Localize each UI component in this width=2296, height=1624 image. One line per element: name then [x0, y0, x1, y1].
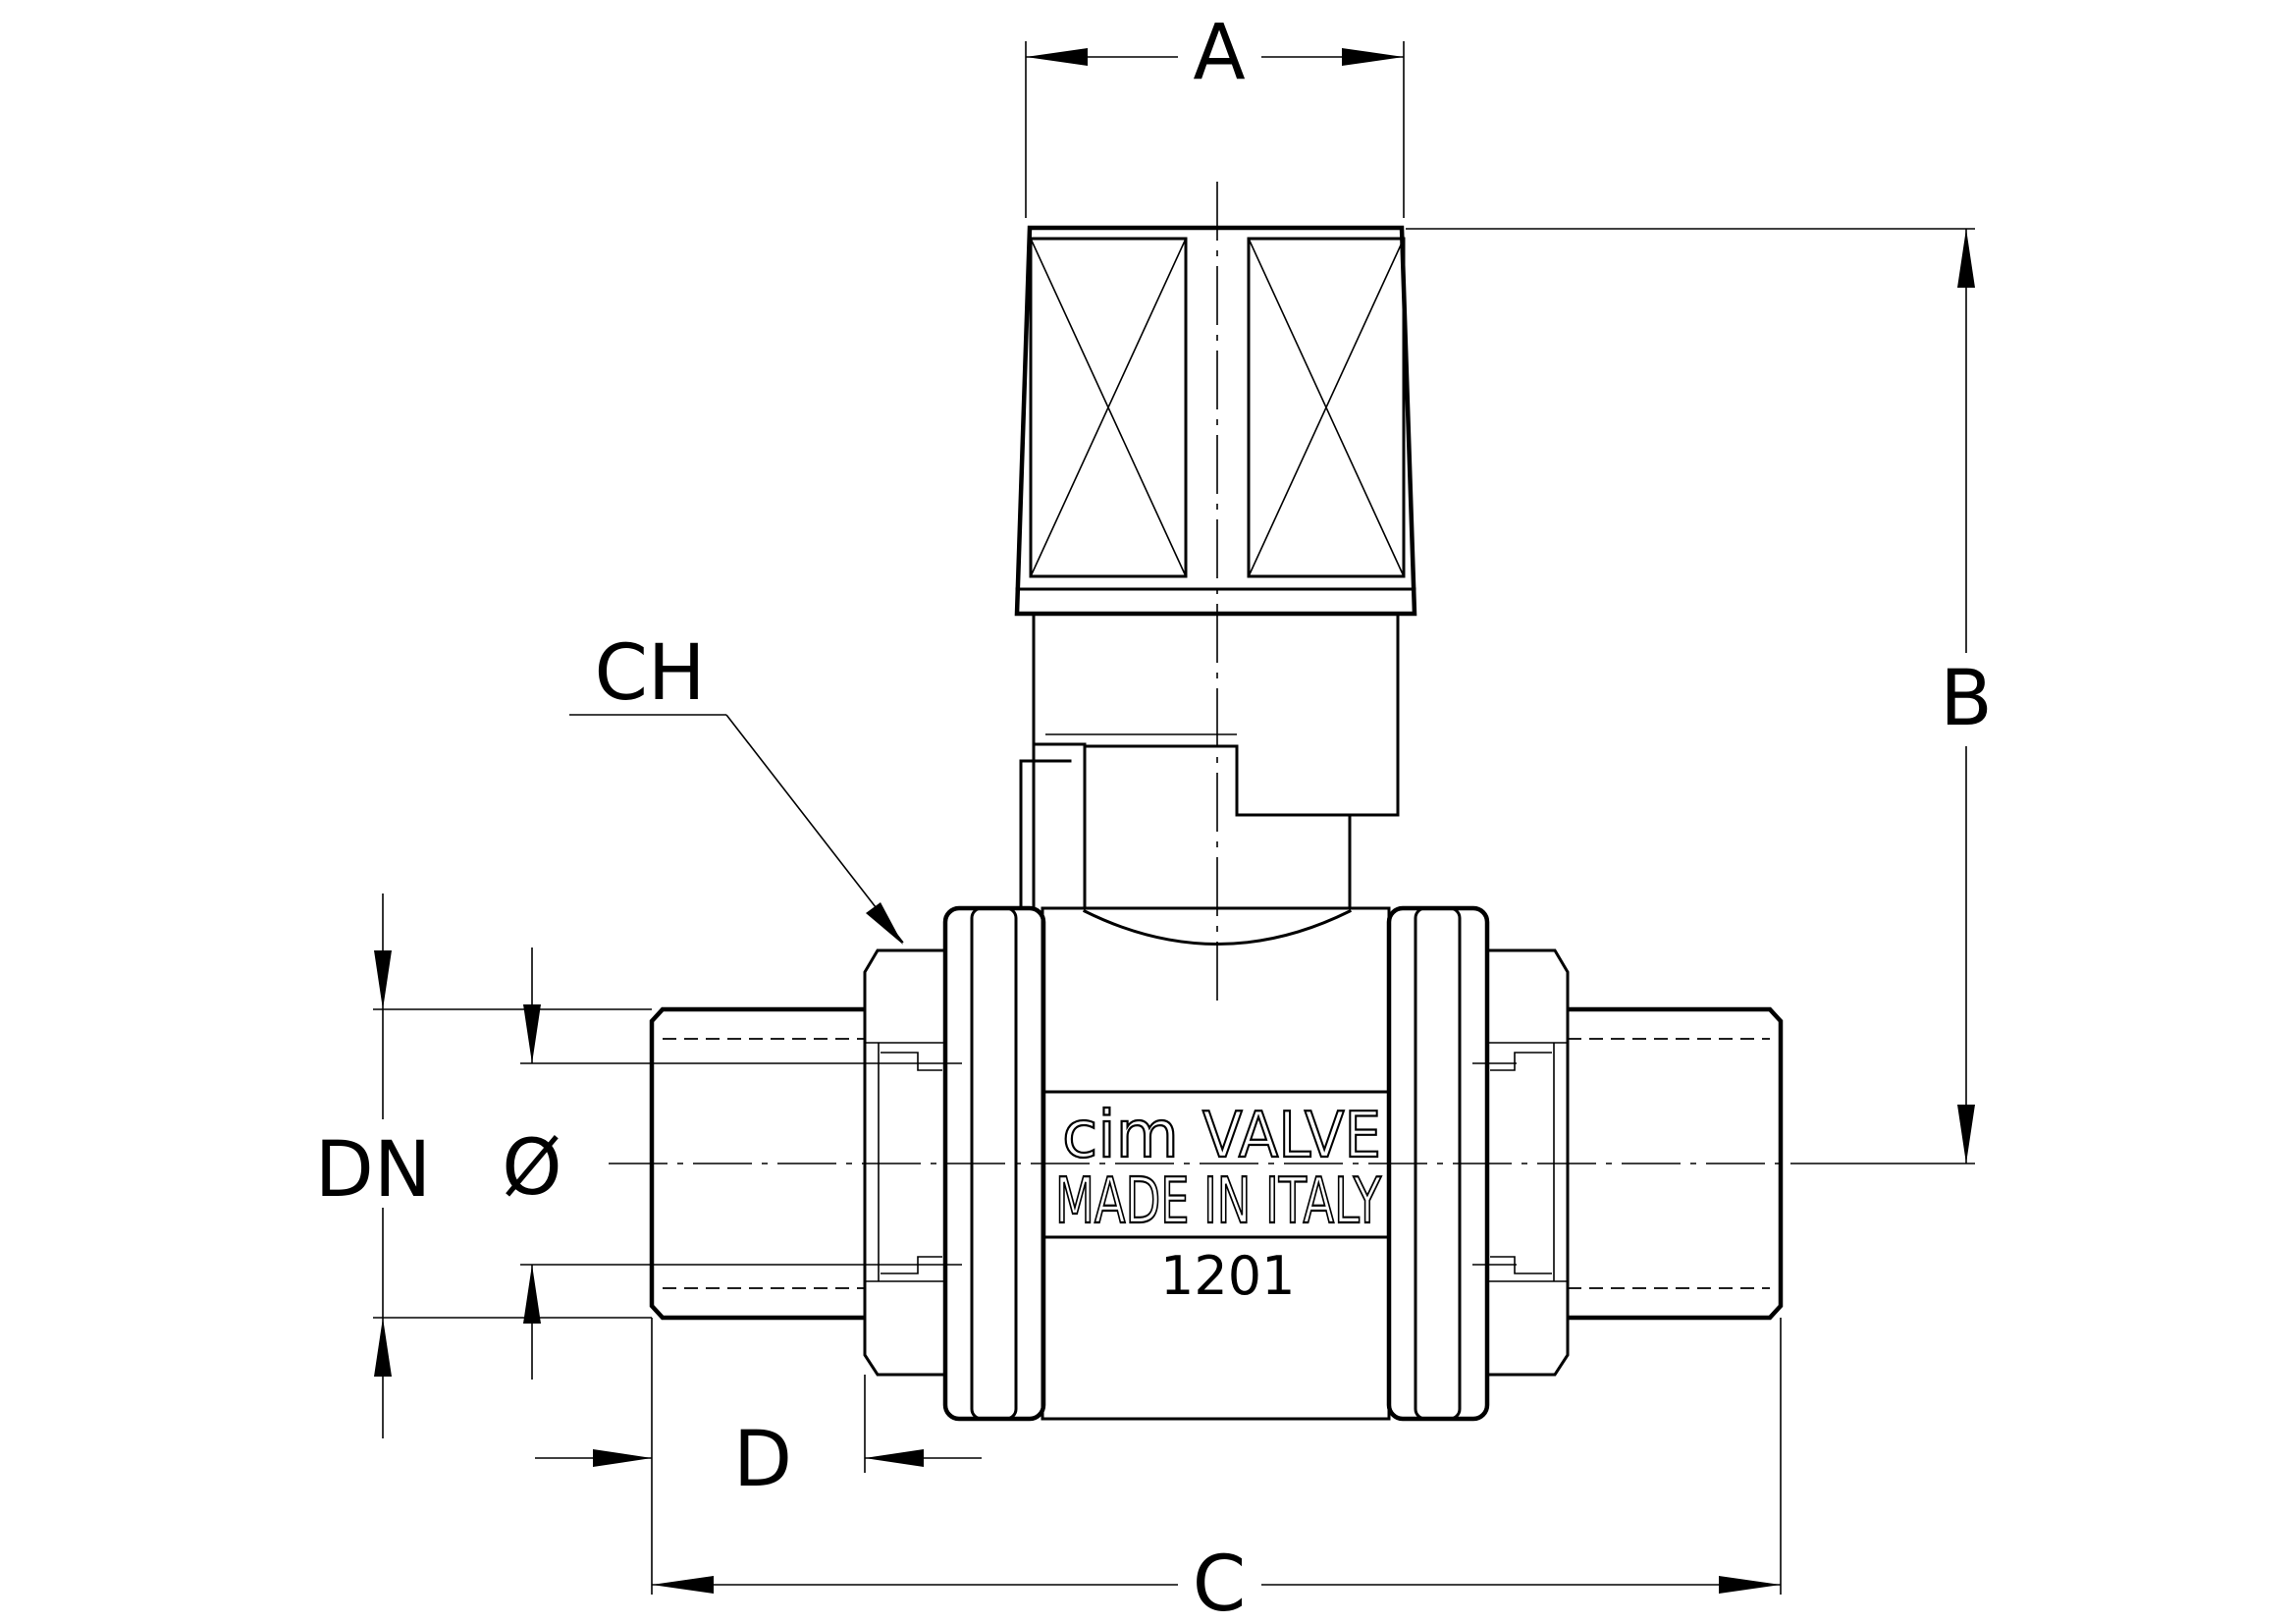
center-lines [609, 182, 1836, 1164]
brand-text: VALVE [1202, 1100, 1381, 1172]
dimension-d-label: D [733, 1416, 792, 1504]
code-text: 1201 [1160, 1245, 1295, 1307]
dimension-b: B [1406, 228, 1993, 1164]
dimension-b-label: B [1940, 655, 1993, 743]
handle [1014, 225, 1417, 617]
logo-text: cim [1062, 1097, 1179, 1172]
right-end-fitting [1485, 948, 1784, 1377]
dimension-dn-label: DN [315, 1126, 431, 1215]
body-markings: cim VALVE MADE IN ITALY 1201 [1054, 1096, 1383, 1307]
dimension-ch: CH [569, 629, 904, 945]
origin-text: MADE IN ITALY [1055, 1165, 1382, 1238]
left-end-fitting [649, 948, 947, 1377]
dimension-ch-label: CH [594, 629, 705, 718]
dimension-c: C [651, 1318, 1782, 1624]
stem-neck [1019, 612, 1400, 946]
dimension-a: A [1025, 9, 1405, 218]
dimension-a-label: A [1193, 9, 1245, 97]
dimension-c-label: C [1193, 1541, 1246, 1624]
dimension-bore-label: Ø [502, 1124, 561, 1213]
dimension-bore: Ø [502, 947, 1517, 1380]
dimension-dn: DN [315, 893, 652, 1438]
dimension-d: D [535, 1375, 982, 1504]
